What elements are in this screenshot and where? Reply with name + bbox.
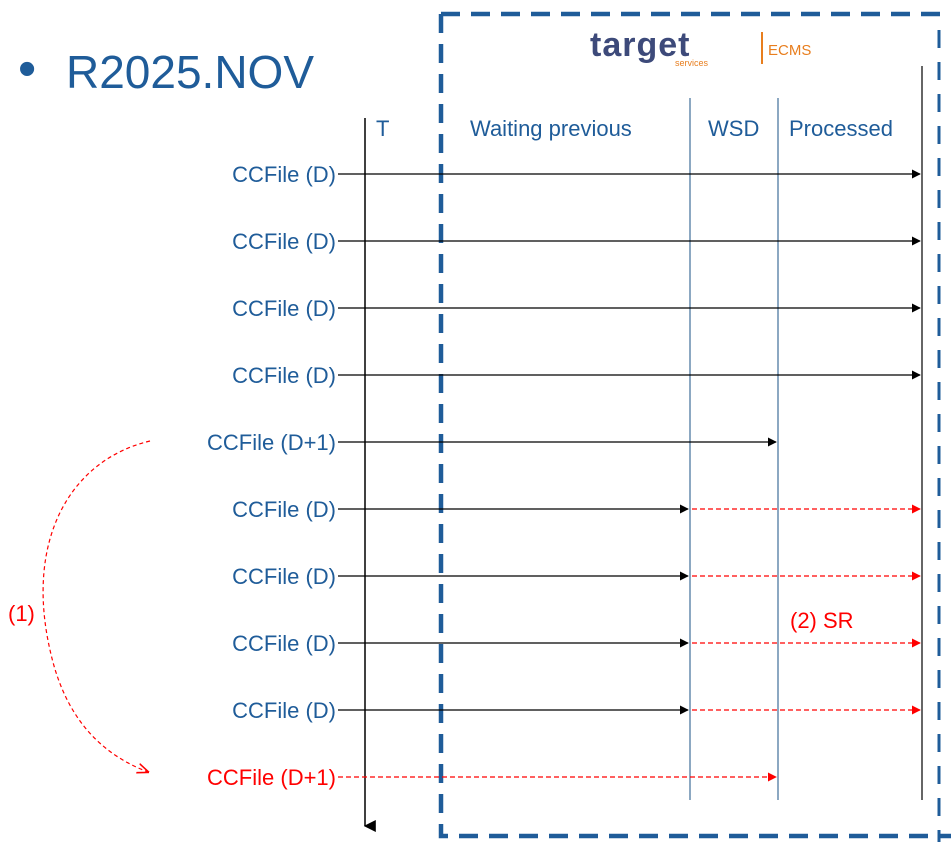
message-label: CCFile (D) <box>232 698 336 723</box>
title-bullet: • <box>18 40 36 98</box>
ecms-boundary <box>438 11 951 839</box>
logo-product: ECMS <box>768 42 811 59</box>
message-row: CCFile (D) <box>232 497 921 522</box>
message-row: CCFile (D) <box>232 564 921 589</box>
message-label: CCFile (D) <box>232 229 336 254</box>
message-rows: CCFile (D) CCFile (D) CCFile (D) CCFile (D)… <box>207 162 921 790</box>
message-label: CCFile (D) <box>232 631 336 656</box>
message-row: CCFile (D+1) <box>207 430 777 455</box>
annotation-loop: (1) <box>8 601 35 626</box>
message-label: CCFile (D) <box>232 162 336 187</box>
column-header-processed: Processed <box>789 116 893 141</box>
resubmission-loop-arrow <box>42 440 150 772</box>
message-label: CCFile (D) <box>232 564 336 589</box>
message-row: CCFile (D) <box>232 296 921 321</box>
message-row: CCFile (D) <box>232 162 921 187</box>
time-axis-label: T <box>376 116 389 141</box>
message-row: CCFile (D) <box>232 363 921 388</box>
page-title: R2025.NOV <box>66 46 314 98</box>
message-row: CCFile (D) <box>232 229 921 254</box>
message-label: CCFile (D+1) <box>207 430 336 455</box>
message-row: CCFile (D+1) <box>207 765 777 790</box>
column-header-wsd: WSD <box>708 116 759 141</box>
message-row: CCFile (D) <box>232 631 921 656</box>
logo-sub: services <box>675 58 709 68</box>
annotation-sr: (2) SR <box>790 608 854 633</box>
target-services-logo: target services ECMS <box>590 26 811 68</box>
column-header-waiting-previous: Waiting previous <box>470 116 632 141</box>
message-label: CCFile (D) <box>232 497 336 522</box>
message-label: CCFile (D) <box>232 363 336 388</box>
message-label: CCFile (D) <box>232 296 336 321</box>
message-row: CCFile (D) <box>232 698 921 723</box>
logo-brand: target <box>590 26 690 64</box>
message-label: CCFile (D+1) <box>207 765 336 790</box>
